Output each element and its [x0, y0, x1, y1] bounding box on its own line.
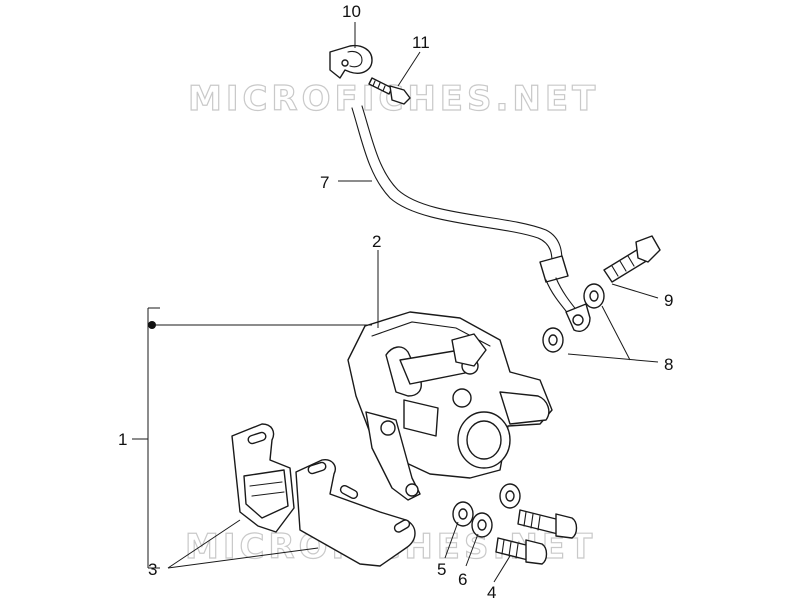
callout-2: 2: [372, 232, 381, 251]
callout-6: 6: [458, 570, 467, 589]
callout-9: 9: [664, 291, 673, 310]
brake-pads-part: [231, 423, 416, 567]
callout-8: 8: [664, 355, 673, 374]
brake-hose-part: [351, 105, 591, 332]
brake-caliper-part: [347, 311, 553, 501]
callout-10: 10: [342, 2, 361, 21]
hose-clamp-part: [329, 44, 373, 79]
callout-11: 11: [412, 33, 430, 52]
copper-washers-part: [542, 283, 605, 353]
banjo-bolt-part: [603, 235, 661, 283]
callout-5: 5: [437, 560, 446, 579]
leader-dot: [148, 321, 156, 329]
callout-4: 4: [487, 583, 496, 600]
callout-1: 1: [118, 430, 127, 449]
callout-7: 7: [320, 173, 329, 192]
leader-lines: [132, 22, 659, 583]
caliper-mounting-bolts-part: [495, 509, 578, 565]
clamp-bolt-part: [368, 77, 411, 105]
pad-pin-washers-part: [452, 483, 521, 538]
callout-3: 3: [148, 560, 157, 579]
